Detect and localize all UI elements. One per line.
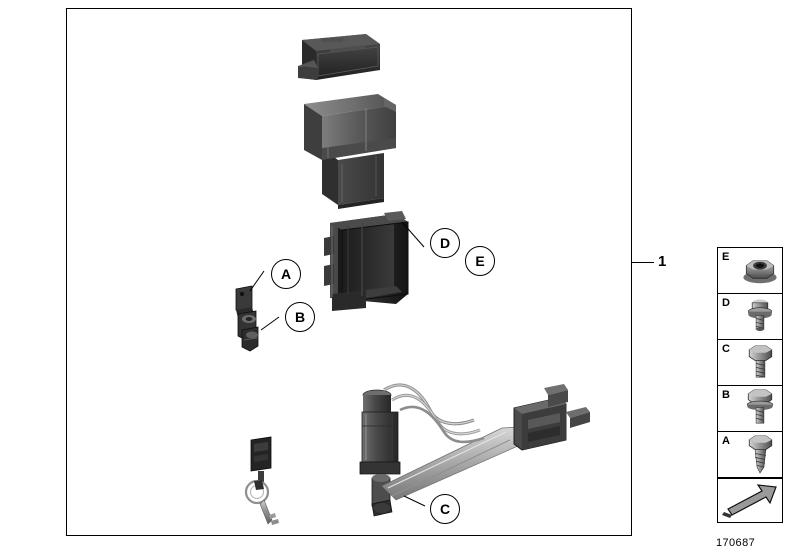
legend-row-b: B [718,386,782,432]
callout-a[interactable]: A [271,259,301,289]
hex-head-screw-icon [748,345,773,378]
legend-row-e: E [718,248,782,294]
legend-letter-b: B [722,389,730,401]
legend-letter-c: C [722,343,730,355]
part-module-mounting-bracket [324,211,409,311]
part-positive-battery-cable-harness [359,383,590,517]
legend-row-d: D [718,294,782,340]
legend-direction-arrow [718,478,782,522]
legend-row-a: A [718,432,782,478]
index-label: 1 [658,253,667,270]
part-battery-cover-lid [298,34,380,80]
self-tapping-screw-icon [748,435,773,474]
callout-b[interactable]: B [285,302,315,332]
diagram-artwork [235,34,590,525]
legend-letter-d: D [722,297,730,309]
index-leader-line [632,262,654,263]
callout-c[interactable]: C [430,494,460,524]
legend-row-c: C [718,340,782,386]
legend-letter-a: A [722,435,730,447]
part-remote-key-fob [244,436,279,525]
callout-leader-lines [249,221,426,507]
part-small-clip-bracket [235,285,259,352]
direction-arrow-icon [722,484,777,518]
legend-table: E D [717,247,783,523]
hex-flange-nut-icon [743,260,777,284]
hex-flange-bolt-icon [746,389,774,424]
part-battery-control-module [304,94,396,209]
callout-d[interactable]: D [430,228,460,258]
shoulder-bolt-with-washer-icon [747,299,773,331]
legend-letter-e: E [722,251,730,263]
callout-e[interactable]: E [465,246,495,276]
figure-number: 170687 [716,537,756,549]
